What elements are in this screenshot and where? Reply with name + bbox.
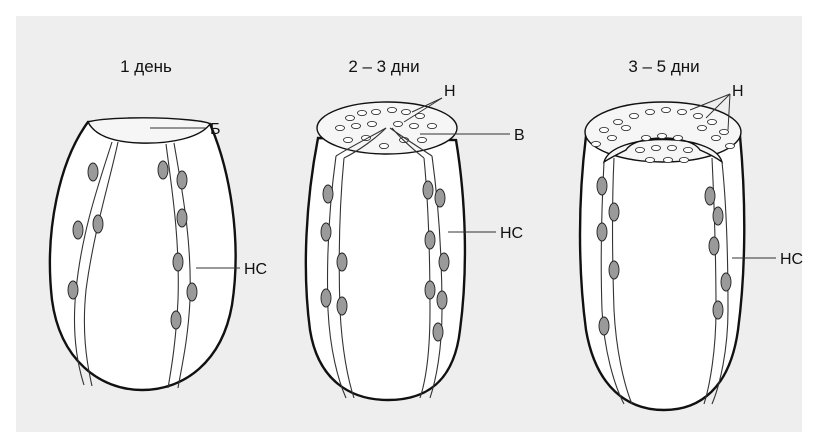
stage-1-drawing: 1 день Б НС bbox=[50, 57, 267, 390]
stage-3-nerve-cell bbox=[712, 135, 721, 140]
stage-3-ganglion bbox=[609, 261, 619, 279]
stage-2-ganglion bbox=[423, 181, 433, 199]
stage-2-nerve-cell bbox=[358, 110, 367, 115]
stage-3-nerve-cell bbox=[630, 113, 639, 118]
stage-3-title: 3 – 5 дни bbox=[628, 57, 699, 76]
stage-2-nerve-label: НС bbox=[500, 225, 523, 242]
stage-2-ganglion bbox=[337, 253, 347, 271]
stage-2-nerve-cell bbox=[336, 125, 345, 130]
stage-3-ganglion bbox=[597, 177, 607, 195]
stage-2-nerve-cell bbox=[352, 123, 361, 128]
stage-3-nerve-cell bbox=[720, 129, 729, 134]
stage-1-ganglion bbox=[177, 171, 187, 189]
stage-2-title: 2 – 3 дни bbox=[348, 57, 419, 76]
stage-2-nerve-cell bbox=[388, 107, 397, 112]
stage-3-nerve-cell bbox=[646, 157, 655, 162]
stage-3-nerve-cell bbox=[674, 135, 683, 140]
stage-3-nerve-cell bbox=[592, 141, 601, 146]
stage-2-ganglion bbox=[425, 231, 435, 249]
stage-1-nerve-label: НС bbox=[244, 261, 267, 278]
stage-3-nerve-cell bbox=[642, 135, 651, 140]
stage-2-nerve-cell bbox=[410, 123, 419, 128]
stage-3-ganglion bbox=[721, 273, 731, 291]
stage-1-ganglion bbox=[173, 253, 183, 271]
stage-1-ganglion bbox=[158, 161, 168, 179]
stage-3-nerve-cell bbox=[664, 157, 673, 162]
stage-3-ganglion bbox=[599, 317, 609, 335]
stage-1-ganglion bbox=[68, 281, 78, 299]
stage-3-ganglion bbox=[705, 187, 715, 205]
stage-2-fibers-label: В bbox=[514, 127, 525, 144]
stage-2-ganglion bbox=[425, 281, 435, 299]
stage-2-nerve-cell bbox=[346, 115, 355, 120]
stage-1-ganglion bbox=[171, 311, 181, 329]
stage-3-nerve-cell bbox=[614, 119, 623, 124]
stage-2-nerve-cell bbox=[428, 123, 437, 128]
stage-3-ganglion bbox=[713, 207, 723, 225]
stage-3-nerve-cell bbox=[658, 133, 667, 138]
stage-2-nerve-cell bbox=[394, 121, 403, 126]
stage-3-drawing: 3 – 5 дни bbox=[580, 57, 803, 410]
stage-3-nerve-cell bbox=[622, 125, 631, 130]
stage-3-nerve-cell bbox=[600, 127, 609, 132]
stage-3-nerve-cell bbox=[662, 107, 671, 112]
stage-1-ganglion bbox=[88, 163, 98, 181]
stage-1-title: 1 день bbox=[120, 57, 172, 76]
stage-2-ganglion bbox=[437, 291, 447, 309]
stage-3-nerve-label: НС bbox=[780, 251, 803, 268]
stage-3-ganglion bbox=[597, 223, 607, 241]
stage-2-nerve-cell bbox=[344, 137, 353, 142]
stage-3-nerve-cell bbox=[668, 145, 677, 150]
stage-3-nerve-cell bbox=[646, 109, 655, 114]
stage-3-nerve-cell bbox=[726, 143, 735, 148]
stage-3-body-outline bbox=[580, 136, 744, 410]
stage-2-drawing: 2 – 3 дни bbox=[306, 57, 525, 400]
stage-1-ganglion bbox=[73, 221, 83, 239]
stage-2-cells-label: Н bbox=[444, 83, 456, 100]
stage-1-ganglion bbox=[187, 283, 197, 301]
stage-2-ganglion bbox=[439, 253, 449, 271]
stage-3-nerve-cell bbox=[678, 109, 687, 114]
stage-2-nerve-cell bbox=[380, 143, 389, 148]
stage-2-ganglion bbox=[321, 289, 331, 307]
stage-2-ganglion bbox=[337, 297, 347, 315]
stage-3-nerve-cell bbox=[708, 119, 717, 124]
stage-2-nerve-cell bbox=[418, 137, 427, 142]
stage-3-ganglion bbox=[609, 203, 619, 221]
stage-3-cells-label: Н bbox=[732, 83, 744, 100]
stage-3-nerve-cell bbox=[694, 113, 703, 118]
stage-3-nerve-cell bbox=[684, 147, 693, 152]
stage-1-ganglion bbox=[93, 215, 103, 233]
stage-3-nerve-cell bbox=[680, 157, 689, 162]
stage-1-ganglion bbox=[177, 209, 187, 227]
stage-2-nerve-cell bbox=[372, 109, 381, 114]
stage-1-top-label: Б bbox=[210, 121, 221, 138]
stage-1-body-outline bbox=[50, 122, 236, 390]
stage-2-ganglion bbox=[435, 189, 445, 207]
stage-3-nerve-cell bbox=[698, 125, 707, 130]
stage-2-ganglion bbox=[323, 185, 333, 203]
stage-3-ganglion bbox=[709, 237, 719, 255]
stage-2-ganglion bbox=[321, 223, 331, 241]
stage-2-ganglion bbox=[433, 323, 443, 341]
stage-3-nerve-cell bbox=[608, 135, 617, 140]
stage-3-ganglion bbox=[713, 301, 723, 319]
stage-2-nerve-cell bbox=[362, 135, 371, 140]
stage-3-nerve-cell bbox=[636, 147, 645, 152]
stage-2-nerve-cell bbox=[402, 109, 411, 114]
stage-3-nerve-cell bbox=[652, 145, 661, 150]
stage-2-nerve-cell bbox=[368, 121, 377, 126]
